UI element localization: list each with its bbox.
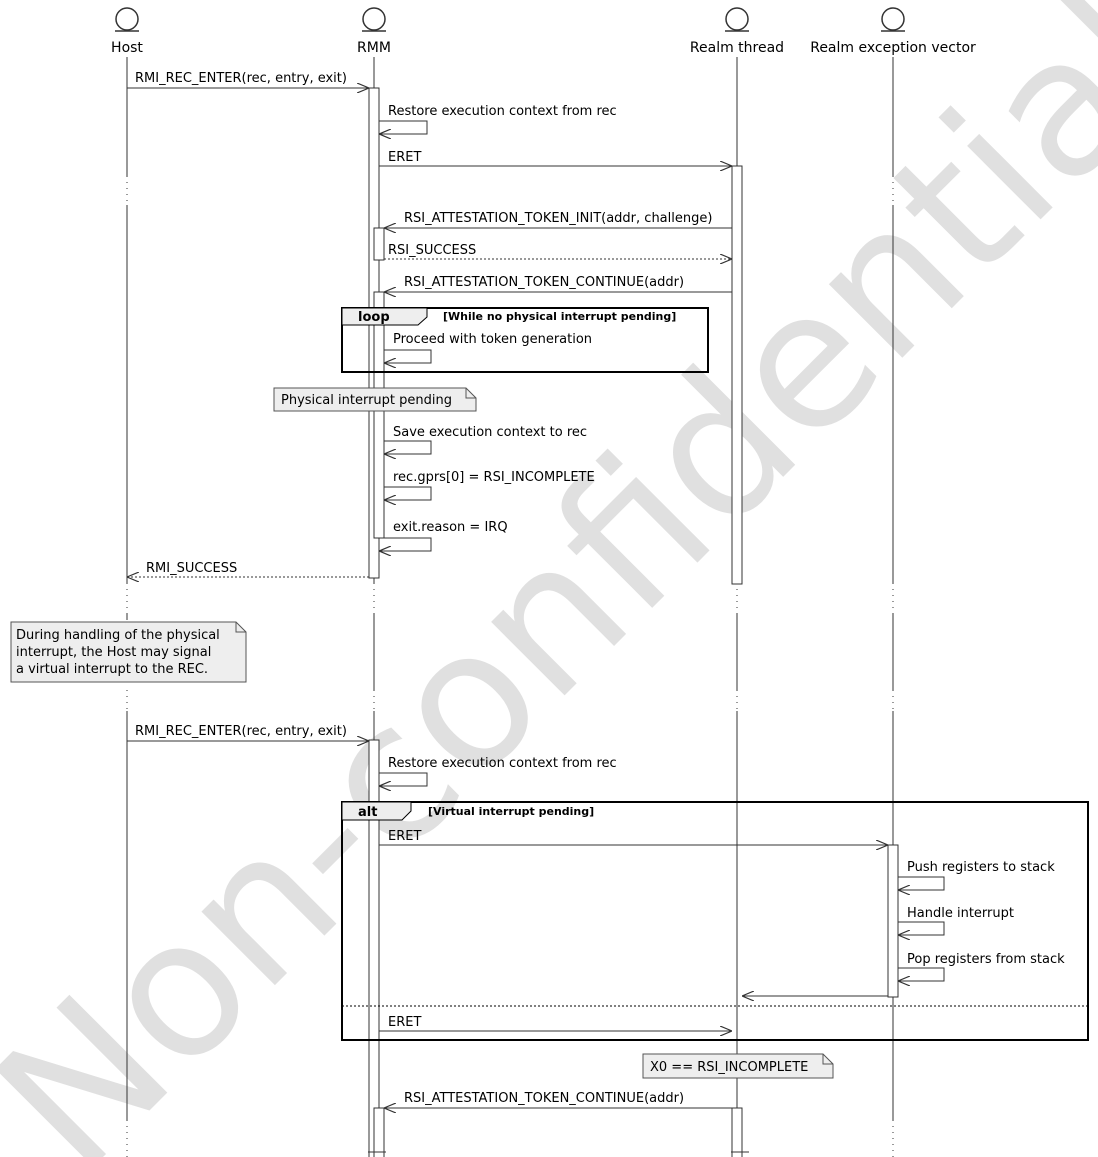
self-message-arrow <box>384 440 432 454</box>
message-label: Handle interrupt <box>907 906 1014 921</box>
note-x0-incomplete: X0 == RSI_INCOMPLETE <box>642 1053 834 1079</box>
message-label: Pop registers from stack <box>907 952 1065 967</box>
actor-realm-exception-vector: Realm exception vector <box>810 7 976 56</box>
message-label: Restore execution context from rec <box>388 104 617 119</box>
fragment-alt: alt [Virtual interrupt pending] <box>341 801 1089 1041</box>
actor-realm-exception-vector-label: Realm exception vector <box>810 40 976 56</box>
note-text: Physical interrupt pending <box>281 393 452 408</box>
note-text: X0 == RSI_INCOMPLETE <box>650 1060 808 1075</box>
actor-host: Host <box>111 7 143 56</box>
actor-rmm-icon <box>362 7 386 31</box>
message-label: Save execution context to rec <box>393 425 587 440</box>
fragment-alt-condition: [Virtual interrupt pending] <box>428 805 594 818</box>
actor-realm-thread-label: Realm thread <box>690 40 784 56</box>
note-physical-interrupt: Physical interrupt pending <box>273 387 477 412</box>
actor-rmm-label: RMM <box>357 40 391 56</box>
note-virtual-interrupt: During handling of the physical interrup… <box>10 621 247 683</box>
activation-bars <box>368 87 899 1157</box>
self-message-arrow <box>898 967 945 981</box>
message-label: ERET <box>388 829 421 844</box>
message-label: exit.reason = IRQ <box>393 520 508 535</box>
fragment-loop-label: loop <box>358 310 390 325</box>
self-message-arrow <box>898 921 945 935</box>
actor-realm-exception-vector-icon <box>881 7 905 31</box>
message-label: RMI_REC_ENTER(rec, entry, exit) <box>135 724 347 739</box>
fragment-alt-label: alt <box>358 805 377 820</box>
note-text-line-2: interrupt, the Host may signal <box>16 645 211 660</box>
fragment-loop: loop [While no physical interrupt pendin… <box>341 307 709 373</box>
fragment-loop-condition: [While no physical interrupt pending] <box>443 310 676 323</box>
message-labels: RMI_REC_ENTER(rec, entry, exit) Restore … <box>135 71 1065 1106</box>
actor-realm-thread: Realm thread <box>690 7 784 56</box>
actor-rmm: RMM <box>357 7 391 56</box>
message-label: RSI_SUCCESS <box>388 243 476 258</box>
message-label: ERET <box>388 150 421 165</box>
messages <box>127 88 945 1108</box>
note-text-line-1: During handling of the physical <box>16 628 220 643</box>
self-message-arrow <box>379 772 428 786</box>
actor-host-icon <box>115 7 139 31</box>
actor-host-label: Host <box>111 40 143 56</box>
self-message-arrow <box>384 349 432 363</box>
self-message-arrow <box>898 876 945 890</box>
message-label: Restore execution context from rec <box>388 756 617 771</box>
message-label: RSI_ATTESTATION_TOKEN_INIT(addr, challen… <box>404 211 712 226</box>
self-message-arrow <box>379 537 432 551</box>
note-text-line-3: a virtual interrupt to the REC. <box>16 662 208 677</box>
message-label: RMI_REC_ENTER(rec, entry, exit) <box>135 71 347 86</box>
message-label: Proceed with token generation <box>393 332 592 347</box>
actor-realm-thread-icon <box>725 7 749 31</box>
message-label: ERET <box>388 1015 421 1030</box>
self-message-arrow <box>384 486 432 500</box>
message-label: RSI_ATTESTATION_TOKEN_CONTINUE(addr) <box>404 1091 684 1106</box>
message-label: RMI_SUCCESS <box>146 561 237 576</box>
message-label: rec.gprs[0] = RSI_INCOMPLETE <box>393 470 595 485</box>
self-message-arrow <box>379 120 428 134</box>
message-label: Push registers to stack <box>907 860 1055 875</box>
message-label: RSI_ATTESTATION_TOKEN_CONTINUE(addr) <box>404 275 684 290</box>
